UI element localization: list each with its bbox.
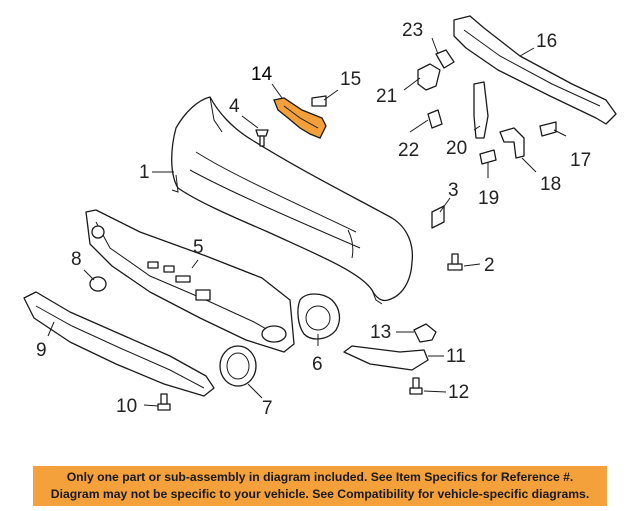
callout-19: 19 [478,188,499,209]
callout-23: 23 [402,20,423,41]
reinforcement-beam-part [453,15,617,125]
bracket-20-part [473,81,489,139]
callout-17: 17 [570,150,591,171]
notice-line-1: Only one part or sub-assembly in diagram… [66,470,574,484]
notice-line-2: Diagram may not be specific to your vehi… [50,487,590,501]
callout-22: 22 [398,140,419,161]
fog-lamp-part [297,293,341,340]
notice-banner: Only one part or sub-assembly in diagram… [33,466,607,506]
callout-4: 4 [229,96,240,117]
callout-6: 6 [312,354,323,375]
lower-panel-part [85,209,295,353]
callout-1: 1 [139,162,150,183]
callout-16: 16 [536,31,557,52]
callout-15: 15 [340,69,361,90]
bracket-18-part [499,127,525,159]
callout-5: 5 [193,237,204,258]
skid-plate-part [23,291,215,397]
callout-12: 12 [448,382,469,403]
callout-3: 3 [448,180,459,201]
plug-part [89,276,107,292]
callout-21: 21 [376,86,397,107]
bracket-22-part [427,109,443,129]
bracket-23-part [435,49,455,69]
fog-lamp-bezel-part [219,345,257,387]
callout-10: 10 [116,396,137,417]
callout-9: 9 [36,340,47,361]
callout-13: 13 [370,322,391,343]
bracket-21-part [417,63,441,91]
leader-lines [47,37,567,407]
callout-18: 18 [540,174,561,195]
reflector-part [343,345,429,371]
callout-2: 2 [484,255,495,276]
callout-11: 11 [446,346,466,367]
callout-7: 7 [262,398,273,419]
parts-diagram: 1 2 3 4 5 6 7 8 9 10 11 12 13 14 15 16 1… [23,15,617,419]
fasteners [157,95,557,411]
callout-20: 20 [446,138,467,159]
clip-13-part [413,323,437,343]
callout-14: 14 [251,64,273,85]
callout-labels: 1 2 3 4 5 6 7 8 9 10 11 12 13 14 15 16 1… [36,20,591,419]
bracket-14-part [273,97,327,139]
callout-8: 8 [71,249,82,270]
bumper-cover-part [171,96,414,305]
